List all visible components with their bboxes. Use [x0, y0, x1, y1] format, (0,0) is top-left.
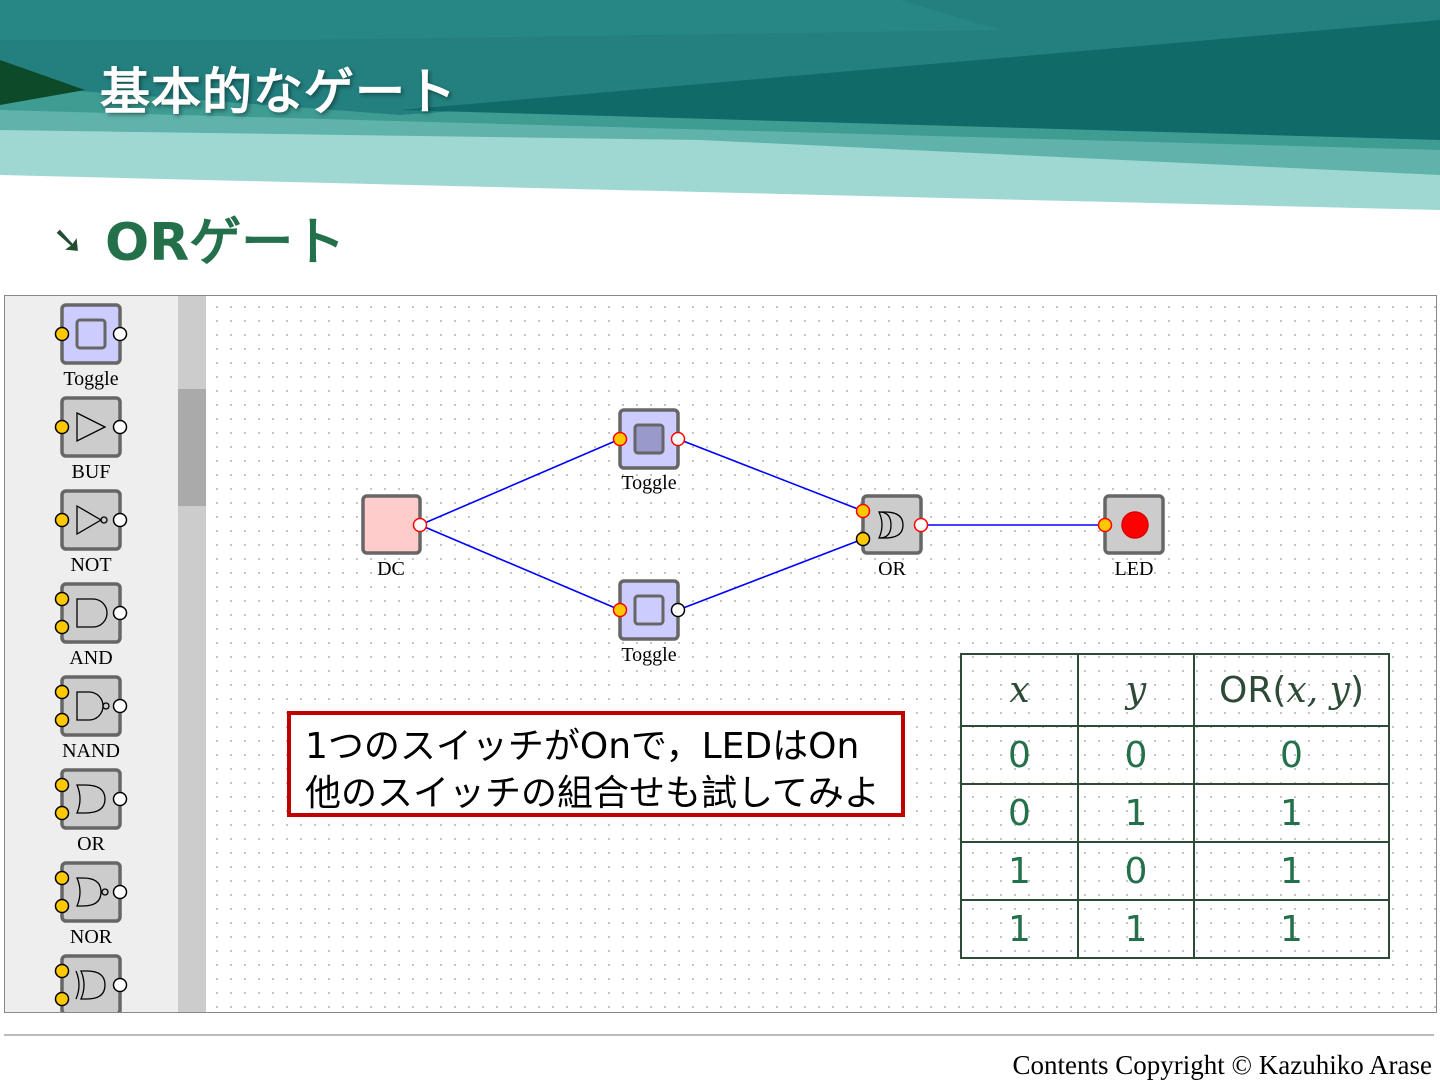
palette-item-or[interactable]: OR	[54, 768, 128, 855]
palette-item-label: NOT	[70, 554, 111, 576]
header-banner	[0, 0, 1440, 215]
palette-item-label: NOR	[70, 926, 113, 948]
table-cell: 1	[960, 841, 1079, 901]
palette-item-and[interactable]: AND	[54, 582, 128, 669]
note-line-1: 1つのスイッチがOnで，LEDはOn	[305, 726, 860, 767]
truth-table-header: x y OR(x, y)	[960, 653, 1390, 727]
led-label: LED	[1115, 558, 1154, 580]
toggle-icon	[75, 318, 107, 350]
table-cell: 1	[1077, 899, 1195, 959]
slide-title: 基本的なゲート	[100, 63, 457, 121]
palette-scrollbar-thumb[interactable]	[178, 389, 206, 506]
arrow-down-right-icon: ➘	[52, 218, 84, 262]
led[interactable]: LED	[1097, 494, 1165, 580]
palette-item-label: NAND	[62, 740, 120, 762]
palette-item-label: AND	[69, 647, 112, 669]
note-line-2: 他のスイッチの組合せも試してみよ	[305, 773, 880, 814]
and-gate-icon	[76, 598, 108, 628]
copyright-text: Contents Copyright © Kazuhiko Arase	[1012, 1050, 1432, 1080]
wire-toggle-top-or	[677, 438, 864, 512]
palette-item-nand[interactable]: NAND	[54, 675, 128, 762]
toggle-switch-bottom[interactable]: Toggle	[612, 579, 686, 666]
dc-label: DC	[377, 558, 405, 580]
header-x: x	[1009, 669, 1030, 711]
header-y: y	[1125, 669, 1147, 711]
palette-item-toggle[interactable]: Toggle	[54, 303, 128, 390]
footer-divider	[4, 1034, 1434, 1036]
table-cell: 0	[1077, 841, 1195, 901]
xor-gate-icon	[75, 970, 106, 1000]
table-cell: 1	[960, 899, 1079, 959]
wires	[419, 438, 1105, 611]
or-gate-icon	[76, 784, 106, 814]
palette-item-label: OR	[77, 833, 105, 855]
table-cell: 1	[1193, 899, 1390, 959]
nor-gate-icon	[76, 877, 109, 907]
not-gate-icon	[76, 504, 108, 536]
table-cell: 1	[1193, 783, 1390, 843]
toggle-switch-top[interactable]: Toggle	[612, 408, 686, 494]
palette-item-nor[interactable]: NOR	[54, 861, 128, 948]
wire-dc-toggle-bottom	[419, 524, 621, 611]
buffer-gate-icon	[76, 411, 107, 443]
toggle-top-label: Toggle	[621, 472, 676, 494]
led-light-icon	[1121, 511, 1149, 539]
nand-gate-icon	[76, 691, 110, 721]
or-label: OR	[878, 558, 906, 580]
toggle-bottom-label: Toggle	[621, 644, 676, 666]
palette-item-xor[interactable]	[54, 954, 128, 1012]
palette-item-label: Toggle	[63, 368, 118, 390]
wire-dc-toggle-top	[419, 438, 621, 526]
table-cell: 0	[1193, 725, 1390, 785]
table-cell: 0	[960, 783, 1079, 843]
table-cell: 1	[1193, 841, 1390, 901]
table-cell: 0	[1077, 725, 1195, 785]
instruction-callout: 1つのスイッチがOnで，LEDはOn 他のスイッチの組合せも試してみよ	[287, 711, 905, 817]
or-gate[interactable]: OR	[855, 494, 929, 580]
table-cell: 1	[1077, 783, 1195, 843]
palette-item-label: BUF	[72, 461, 111, 483]
dc-source[interactable]: DC	[361, 494, 428, 580]
table-cell: 0	[960, 725, 1079, 785]
palette-item-not[interactable]: NOT	[54, 489, 128, 576]
palette-item-buf[interactable]: BUF	[54, 396, 128, 483]
header-or: OR(x, y)	[1193, 653, 1390, 727]
wire-toggle-bottom-or	[677, 538, 864, 611]
section-heading: ORゲート	[105, 213, 346, 273]
